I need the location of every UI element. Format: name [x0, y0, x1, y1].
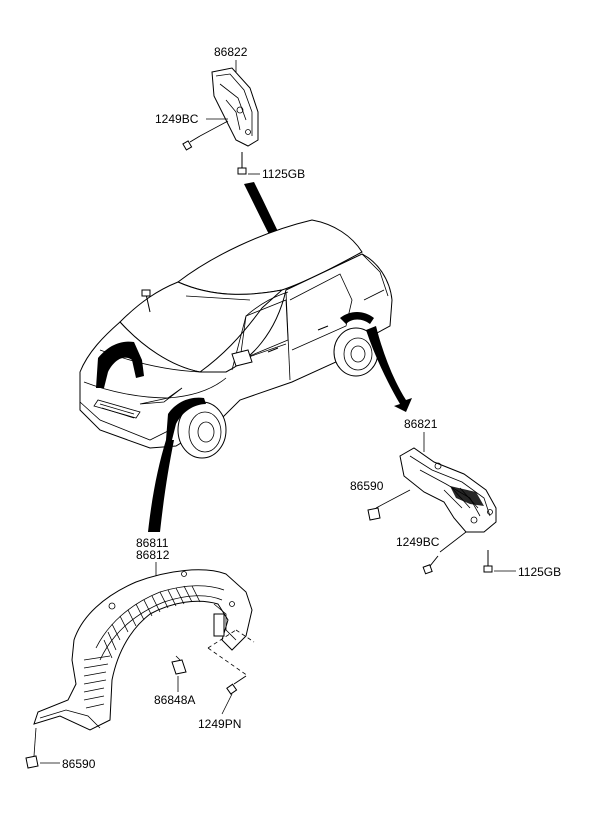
label-1125gb-top: 1125GB	[262, 167, 305, 181]
label-1249pn: 1249PN	[198, 717, 241, 731]
leader-1249bc-right	[439, 531, 467, 553]
vehicle-sedan-illustration	[79, 219, 393, 459]
label-86822: 86822	[214, 45, 248, 59]
label-1249bc-right: 1249BC	[396, 535, 440, 549]
leader-86590-right	[375, 489, 411, 509]
label-86590-left: 86590	[62, 757, 96, 771]
leader-1249pn	[221, 693, 233, 715]
part-86821-rear-wheel-guard	[399, 447, 497, 533]
attach-guide-dashed	[207, 629, 255, 677]
arrow-car-to-left-part	[148, 440, 174, 532]
clip-86848a	[171, 655, 187, 675]
label-86821: 86821	[404, 417, 438, 431]
part-86822-rear-upper-shield	[211, 67, 259, 147]
screw-1249pn	[226, 675, 247, 695]
arrow-car-to-right-part	[366, 326, 412, 412]
label-86848a: 86848A	[154, 693, 195, 707]
label-86812: 86812	[136, 548, 170, 562]
bolt-1249bc-top	[182, 135, 201, 151]
clip-86590-left	[25, 755, 39, 769]
label-1125gb-right: 1125GB	[518, 565, 561, 579]
label-86811: 86811	[136, 536, 169, 550]
label-1249bc-top: 1249BC	[155, 112, 199, 126]
leader-86590-left-up	[33, 727, 37, 757]
bolt-1125gb-right	[483, 550, 493, 573]
part-86811-86812-front-wheel-guard	[33, 569, 253, 731]
bolt-1249bc-right	[422, 555, 439, 575]
clip-86590-right	[367, 507, 381, 521]
label-86590-right: 86590	[350, 479, 384, 493]
bolt-1125gb-top	[237, 152, 247, 175]
